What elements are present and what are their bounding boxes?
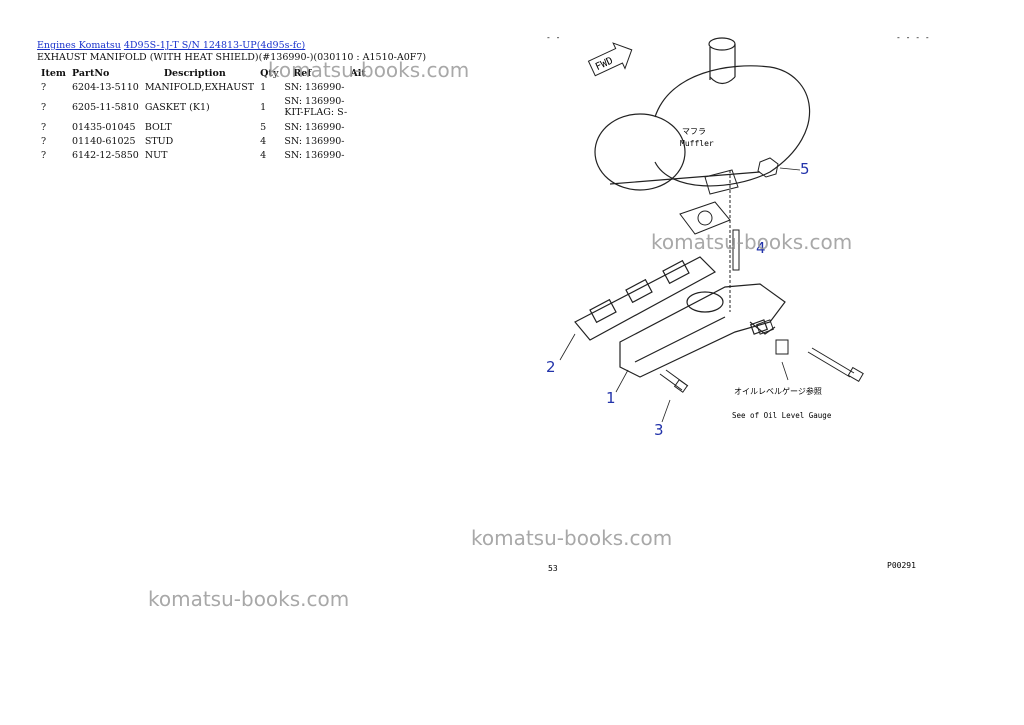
watermark-text: komatsu-books.com [471,526,673,550]
table-row: ? 01140-61025 STUD 4 SN: 136990- [37,134,369,148]
table-row: ? 01435-01045 BOLT 5 SN: 136990- [37,120,369,134]
watermark-text: komatsu-books.com [148,587,350,611]
watermark-text: komatsu-books.com [651,230,853,254]
exhaust-manifold-diagram: - - - - - - FWD マフラ Muffler 5 4 [546,33,930,573]
breadcrumb: Engines Komatsu 4D95S-1J-T S/N 124813-UP… [37,40,305,51]
cell-ref: SN: 136990- KIT-FLAG: S- [281,94,350,120]
cell-ref-text: SN: 136990- [284,96,345,107]
cell-description: GASKET (K1) [144,101,210,113]
column-header-item: Item [41,67,66,79]
callout-2: 2 [546,358,556,376]
fwd-arrow-icon: FWD [587,42,633,77]
oil-gauge-note-jp: オイルレベルゲージ参照 [734,386,822,396]
callout-5: 5 [800,160,810,178]
cell-partno: 01140-61025 [71,135,136,147]
cell-ref: SN: 136990- [281,80,350,94]
table-row: ? 6142-12-5850 NUT 4 SN: 136990- [37,148,369,162]
cell-ref-text: SN: 136990- [284,135,345,147]
muffler-drawing [594,37,810,191]
cell-alt [350,94,368,120]
cell-ref-text: SN: 136990- [284,81,345,93]
cell-partno: 01435-01045 [71,121,136,133]
corner-mark-left: - - [546,33,560,42]
cell-qty: 4 [260,135,267,147]
column-header-partno: PartNo [71,67,110,79]
cell-item: ? [41,81,47,93]
cell-alt [350,80,368,94]
cell-description: STUD [144,135,174,147]
oil-gauge-fitting-drawing [756,319,864,383]
corner-mark-right: - - - - [896,33,930,42]
cell-ref-text: SN: 136990- [284,149,345,161]
muffler-label-jp: マフラ [682,127,706,136]
manifold-drawing [574,256,786,378]
cell-qty: 5 [260,121,267,133]
parts-table: Item PartNo Description Qty Ref Alt ? 62… [37,66,369,162]
cell-description: BOLT [144,121,172,133]
page-number: 53 [548,564,558,573]
breadcrumb-link-model[interactable]: 4D95S-1J-T S/N 124813-UP(4d95s-fc) [123,40,306,51]
column-header-ref: Ref [293,67,312,79]
cell-qty: 1 [260,101,267,113]
callout-4: 4 [756,239,766,257]
cell-item: ? [41,101,47,113]
cell-alt [350,134,368,148]
muffler-label-en: Muffler [680,139,714,148]
callout-1: 1 [606,389,616,407]
cell-ref: SN: 136990- [281,134,350,148]
callout-3: 3 [654,421,664,439]
oil-gauge-note-en: See of Oil Level Gauge [732,411,832,420]
page-title: EXHAUST MANIFOLD (WITH HEAT SHIELD)(#136… [37,52,427,63]
column-header-description: Description [163,67,226,79]
table-row: ? 6205-11-5810 GASKET (K1) 1 SN: 136990-… [37,94,369,120]
cell-description: MANIFOLD,EXHAUST [144,81,255,93]
cell-qty: 1 [260,81,267,93]
cell-ref: SN: 136990- [281,120,350,134]
table-header-row: Item PartNo Description Qty Ref Alt [37,66,369,80]
muffler-flange-drawing [679,169,739,312]
breadcrumb-link-engines[interactable]: Engines Komatsu [37,40,121,51]
column-header-qty: Qty [260,67,279,79]
table-row: ? 6204-13-5110 MANIFOLD,EXHAUST 1 SN: 13… [37,80,369,94]
cell-partno: 6204-13-5110 [71,81,139,93]
cell-item: ? [41,149,47,161]
bolt-drawing [659,369,689,393]
cell-ref-text: SN: 136990- [284,121,345,133]
cell-item: ? [41,121,47,133]
cell-qty: 4 [260,149,267,161]
cell-description: NUT [144,149,168,161]
cell-ref: SN: 136990- [281,148,350,162]
nut-drawing [757,157,779,178]
cell-alt [350,148,368,162]
cell-partno: 6142-12-5850 [71,149,139,161]
stud-drawing [732,229,740,271]
cell-ref-kit-flag: KIT-FLAG: S- [284,107,348,118]
figure-code: P00291 [887,561,916,570]
column-header-alt: Alt [350,67,366,79]
cell-item: ? [41,135,47,147]
watermark-text: komatsu-books.com [268,58,470,82]
cell-alt [350,120,368,134]
cell-partno: 6205-11-5810 [71,101,139,113]
fwd-label: FWD [594,56,615,74]
